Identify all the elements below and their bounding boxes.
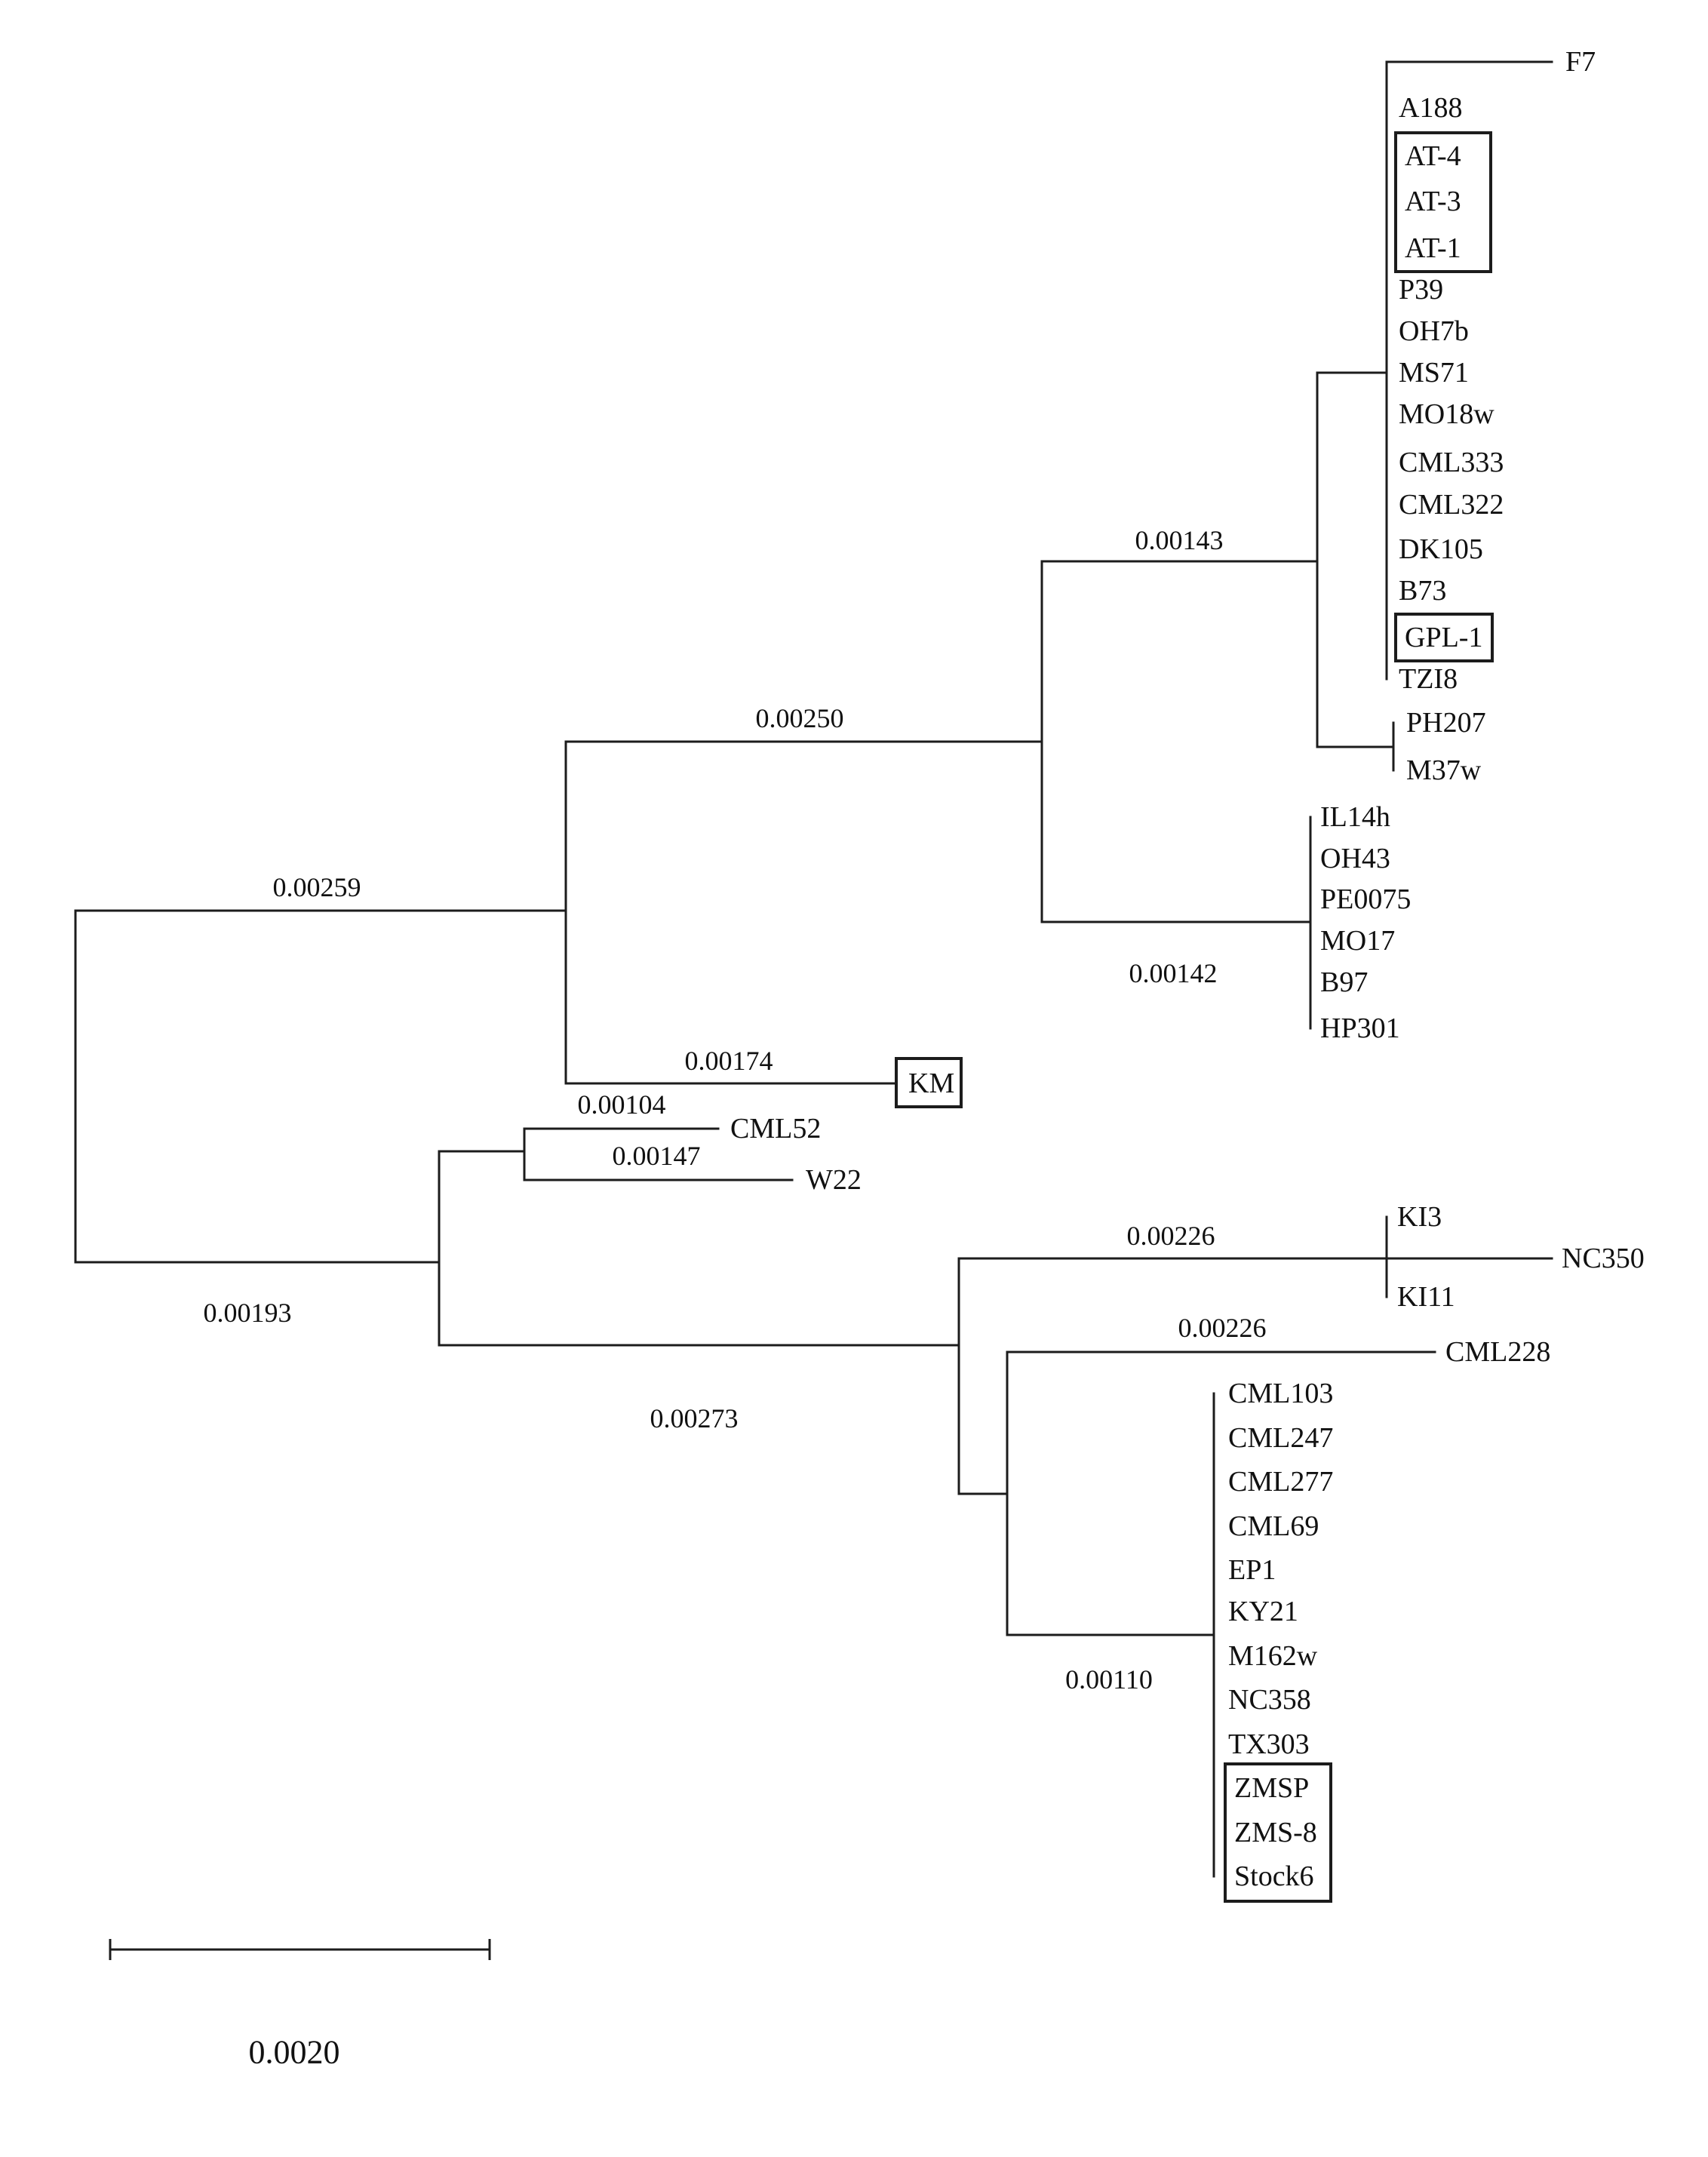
branch-length-label: 0.00142: [1129, 958, 1218, 988]
taxon-label-OH7b: OH7b: [1399, 315, 1469, 347]
tree-branches-group: [74, 60, 1553, 1878]
taxon-label-B73: B73: [1399, 575, 1446, 607]
taxon-label-IL14h: IL14h: [1320, 801, 1390, 833]
taxon-label-TX303: TX303: [1228, 1728, 1310, 1760]
taxon-label-AT-1: AT-1: [1405, 232, 1461, 264]
taxon-labels-group: F7A188AT-4AT-3AT-1P39OH7bMS71MO18wCML333…: [730, 46, 1645, 1892]
highlight-box-ZMS-group: [1224, 1762, 1332, 1903]
taxon-label-P39: P39: [1399, 274, 1443, 306]
taxon-label-MO18w: MO18w: [1399, 398, 1494, 430]
taxon-label-B97: B97: [1320, 966, 1368, 998]
taxon-label-CML69: CML69: [1228, 1510, 1319, 1542]
taxon-label-A188: A188: [1399, 92, 1462, 124]
branch-length-label: 0.00226: [1127, 1221, 1215, 1251]
branch-length-label: 0.00273: [650, 1403, 739, 1433]
taxon-label-MO17: MO17: [1320, 925, 1395, 957]
highlight-box-AT-group: [1394, 131, 1492, 273]
scale-bar-label: 0.0020: [249, 2034, 340, 2071]
highlight-boxes-group: [895, 131, 1494, 1903]
taxon-label-CML247: CML247: [1228, 1422, 1333, 1454]
branch-length-label: 0.00110: [1065, 1664, 1153, 1695]
taxon-label-EP1: EP1: [1228, 1554, 1276, 1586]
taxon-label-NC358: NC358: [1228, 1684, 1311, 1716]
taxon-label-KI11: KI11: [1397, 1281, 1455, 1313]
branch-length-label: 0.00143: [1135, 525, 1224, 555]
taxon-label-PE0075: PE0075: [1320, 883, 1411, 915]
branch-length-label: 0.00226: [1178, 1313, 1267, 1343]
taxon-label-GPL-1: GPL-1: [1405, 622, 1482, 653]
taxon-label-AT-4: AT-4: [1405, 140, 1461, 172]
taxon-label-TZI8: TZI8: [1399, 663, 1458, 695]
taxon-label-F7: F7: [1565, 46, 1596, 78]
taxon-label-M37w: M37w: [1406, 754, 1482, 786]
taxon-label-CML322: CML322: [1399, 489, 1504, 521]
taxon-label-DK105: DK105: [1399, 533, 1483, 565]
highlight-box-GPL-1: [1394, 613, 1494, 662]
taxon-label-KM: KM: [908, 1068, 954, 1099]
taxon-label-CML52: CML52: [730, 1113, 821, 1145]
taxon-label-CML228: CML228: [1445, 1336, 1550, 1368]
taxon-label-PH207: PH207: [1406, 707, 1486, 739]
taxon-label-KI3: KI3: [1397, 1201, 1442, 1233]
highlight-box-KM: [895, 1057, 963, 1108]
taxon-label-Stock6: Stock6: [1234, 1860, 1314, 1892]
taxon-label-ZMSP: ZMSP: [1234, 1772, 1309, 1804]
taxon-label-CML277: CML277: [1228, 1466, 1333, 1498]
taxon-label-NC350: NC350: [1562, 1243, 1645, 1274]
taxon-label-OH43: OH43: [1320, 843, 1390, 874]
taxon-label-ZMS-8: ZMS-8: [1234, 1817, 1317, 1848]
taxon-label-HP301: HP301: [1320, 1012, 1400, 1044]
taxon-label-KY21: KY21: [1228, 1596, 1298, 1627]
branch-length-label: 0.00259: [273, 872, 361, 902]
taxon-label-MS71: MS71: [1399, 357, 1469, 389]
scale-bar-group: 0.0020: [109, 1939, 491, 2071]
branch-length-label: 0.00104: [578, 1089, 666, 1120]
taxon-label-CML103: CML103: [1228, 1378, 1333, 1409]
branch-length-label: 0.00250: [756, 703, 844, 733]
branch-length-label: 0.00193: [204, 1298, 292, 1328]
branch-length-label: 0.00147: [613, 1141, 701, 1171]
branch-length-label: 0.00174: [685, 1046, 773, 1076]
taxon-label-M162w: M162w: [1228, 1640, 1318, 1672]
taxon-label-CML333: CML333: [1399, 447, 1504, 478]
taxon-label-W22: W22: [806, 1164, 862, 1196]
branch-length-labels-group: 0.00143 0.00250 0.00259 0.00142 0.00174 0.001…: [204, 525, 1267, 1695]
taxon-label-AT-3: AT-3: [1405, 186, 1461, 217]
